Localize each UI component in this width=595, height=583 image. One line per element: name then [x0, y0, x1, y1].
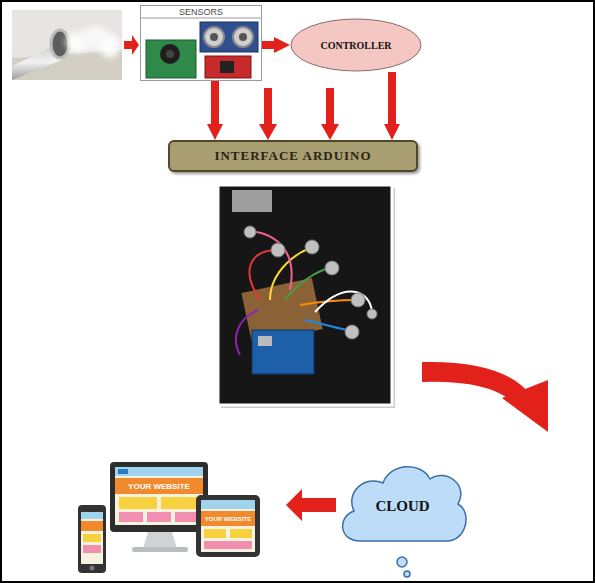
node-label: CONTROLLER	[320, 40, 391, 51]
box-heading: SENSORS	[179, 7, 223, 17]
devices-illustration	[78, 462, 260, 573]
flow-arrow	[259, 88, 339, 140]
thought-bubble	[397, 557, 407, 567]
arduino-photo	[218, 185, 395, 408]
screen-heading: YOUR WEBSITE	[128, 482, 190, 491]
screen-heading: YOUR WEBSITE	[205, 516, 251, 522]
exhaust-photo	[12, 10, 122, 80]
interface-band: INTERFACE ARDUINO	[168, 140, 418, 172]
node-label: CLOUD	[375, 492, 429, 515]
flow-arrow	[262, 41, 274, 49]
cloud-outline	[343, 467, 466, 541]
node-label: INTERFACE ARDUINO	[214, 148, 371, 164]
ellipse-outline	[291, 19, 421, 71]
thought-bubble	[404, 571, 410, 577]
sensor-box: SENSORS	[140, 5, 262, 81]
flow-arrow	[211, 81, 219, 124]
flow-arrow	[422, 362, 548, 432]
sensor-boards	[140, 5, 262, 81]
flow-arrow	[286, 489, 336, 521]
controller-ellipse: CONTROLLER	[290, 18, 422, 72]
cloud-shape: CLOUD	[335, 455, 470, 551]
flow-arrow	[388, 72, 396, 124]
flow-arrow	[124, 35, 139, 55]
